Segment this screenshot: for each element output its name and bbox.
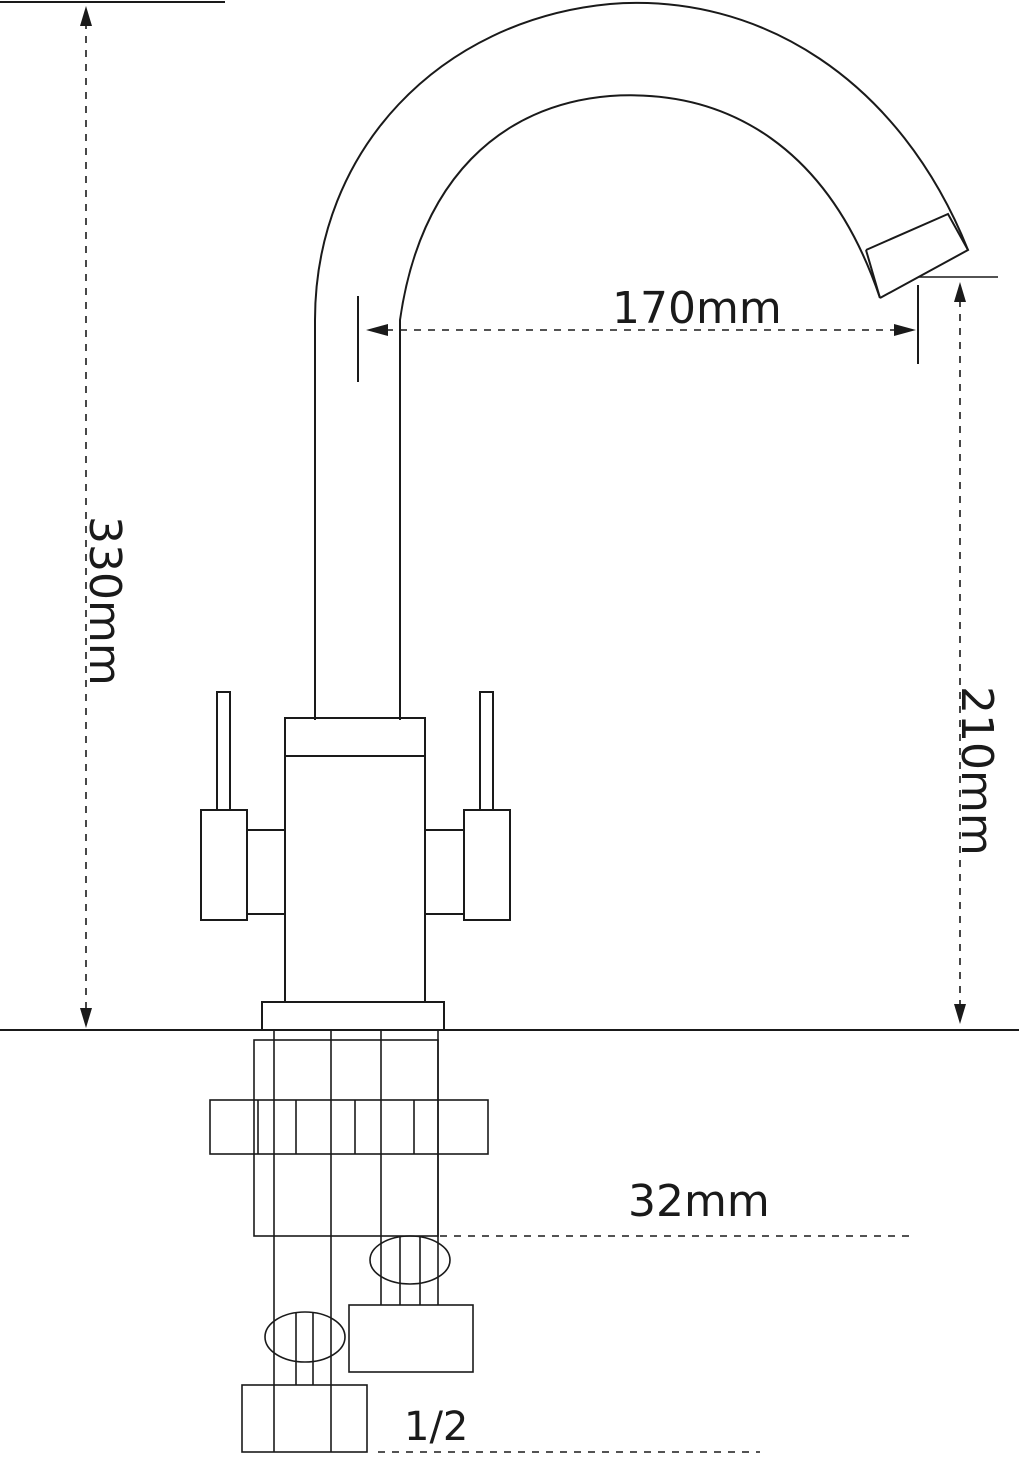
right-connector	[424, 829, 465, 915]
mount-hole-label: 32mm	[628, 1176, 770, 1227]
left-lever	[216, 691, 231, 811]
right-lever	[479, 691, 494, 811]
right-pipe-oring	[369, 1235, 451, 1285]
thread-label: 1/2	[404, 1404, 468, 1450]
mounting-assembly	[209, 1029, 489, 1453]
left-hex-fitting	[241, 1384, 368, 1453]
spout-outer-edge	[314, 2, 969, 720]
dimension-mount-hole: 32mm	[440, 1176, 910, 1237]
mount-shank	[253, 1039, 439, 1237]
left-cartridge	[200, 809, 248, 921]
dimension-thread: 1/2	[378, 1404, 760, 1453]
left-pipe-oring	[264, 1311, 346, 1363]
dimension-total-height: 330mm	[0, 1, 225, 1028]
dimension-spout-reach: 170mm	[357, 283, 919, 382]
body-block	[284, 755, 426, 1003]
faucet-body	[261, 717, 445, 1031]
right-handle	[424, 691, 511, 921]
left-handle	[200, 691, 286, 921]
spout-reach-label: 170mm	[612, 283, 782, 334]
mount-nut	[209, 1099, 489, 1155]
left-connector	[246, 829, 286, 915]
spout-aerator-side	[865, 249, 881, 299]
spout-aerator	[865, 212, 970, 299]
dimension-spout-height: 210mm	[918, 276, 1002, 1024]
right-hex-fitting	[348, 1304, 474, 1373]
body-base	[261, 1001, 445, 1031]
total-height-label: 330mm	[79, 516, 130, 686]
spout-height-label: 210mm	[951, 686, 1002, 856]
right-cartridge	[463, 809, 511, 921]
body-collar	[284, 717, 426, 757]
spout-inner-edge	[399, 94, 881, 720]
spout	[314, 2, 970, 720]
